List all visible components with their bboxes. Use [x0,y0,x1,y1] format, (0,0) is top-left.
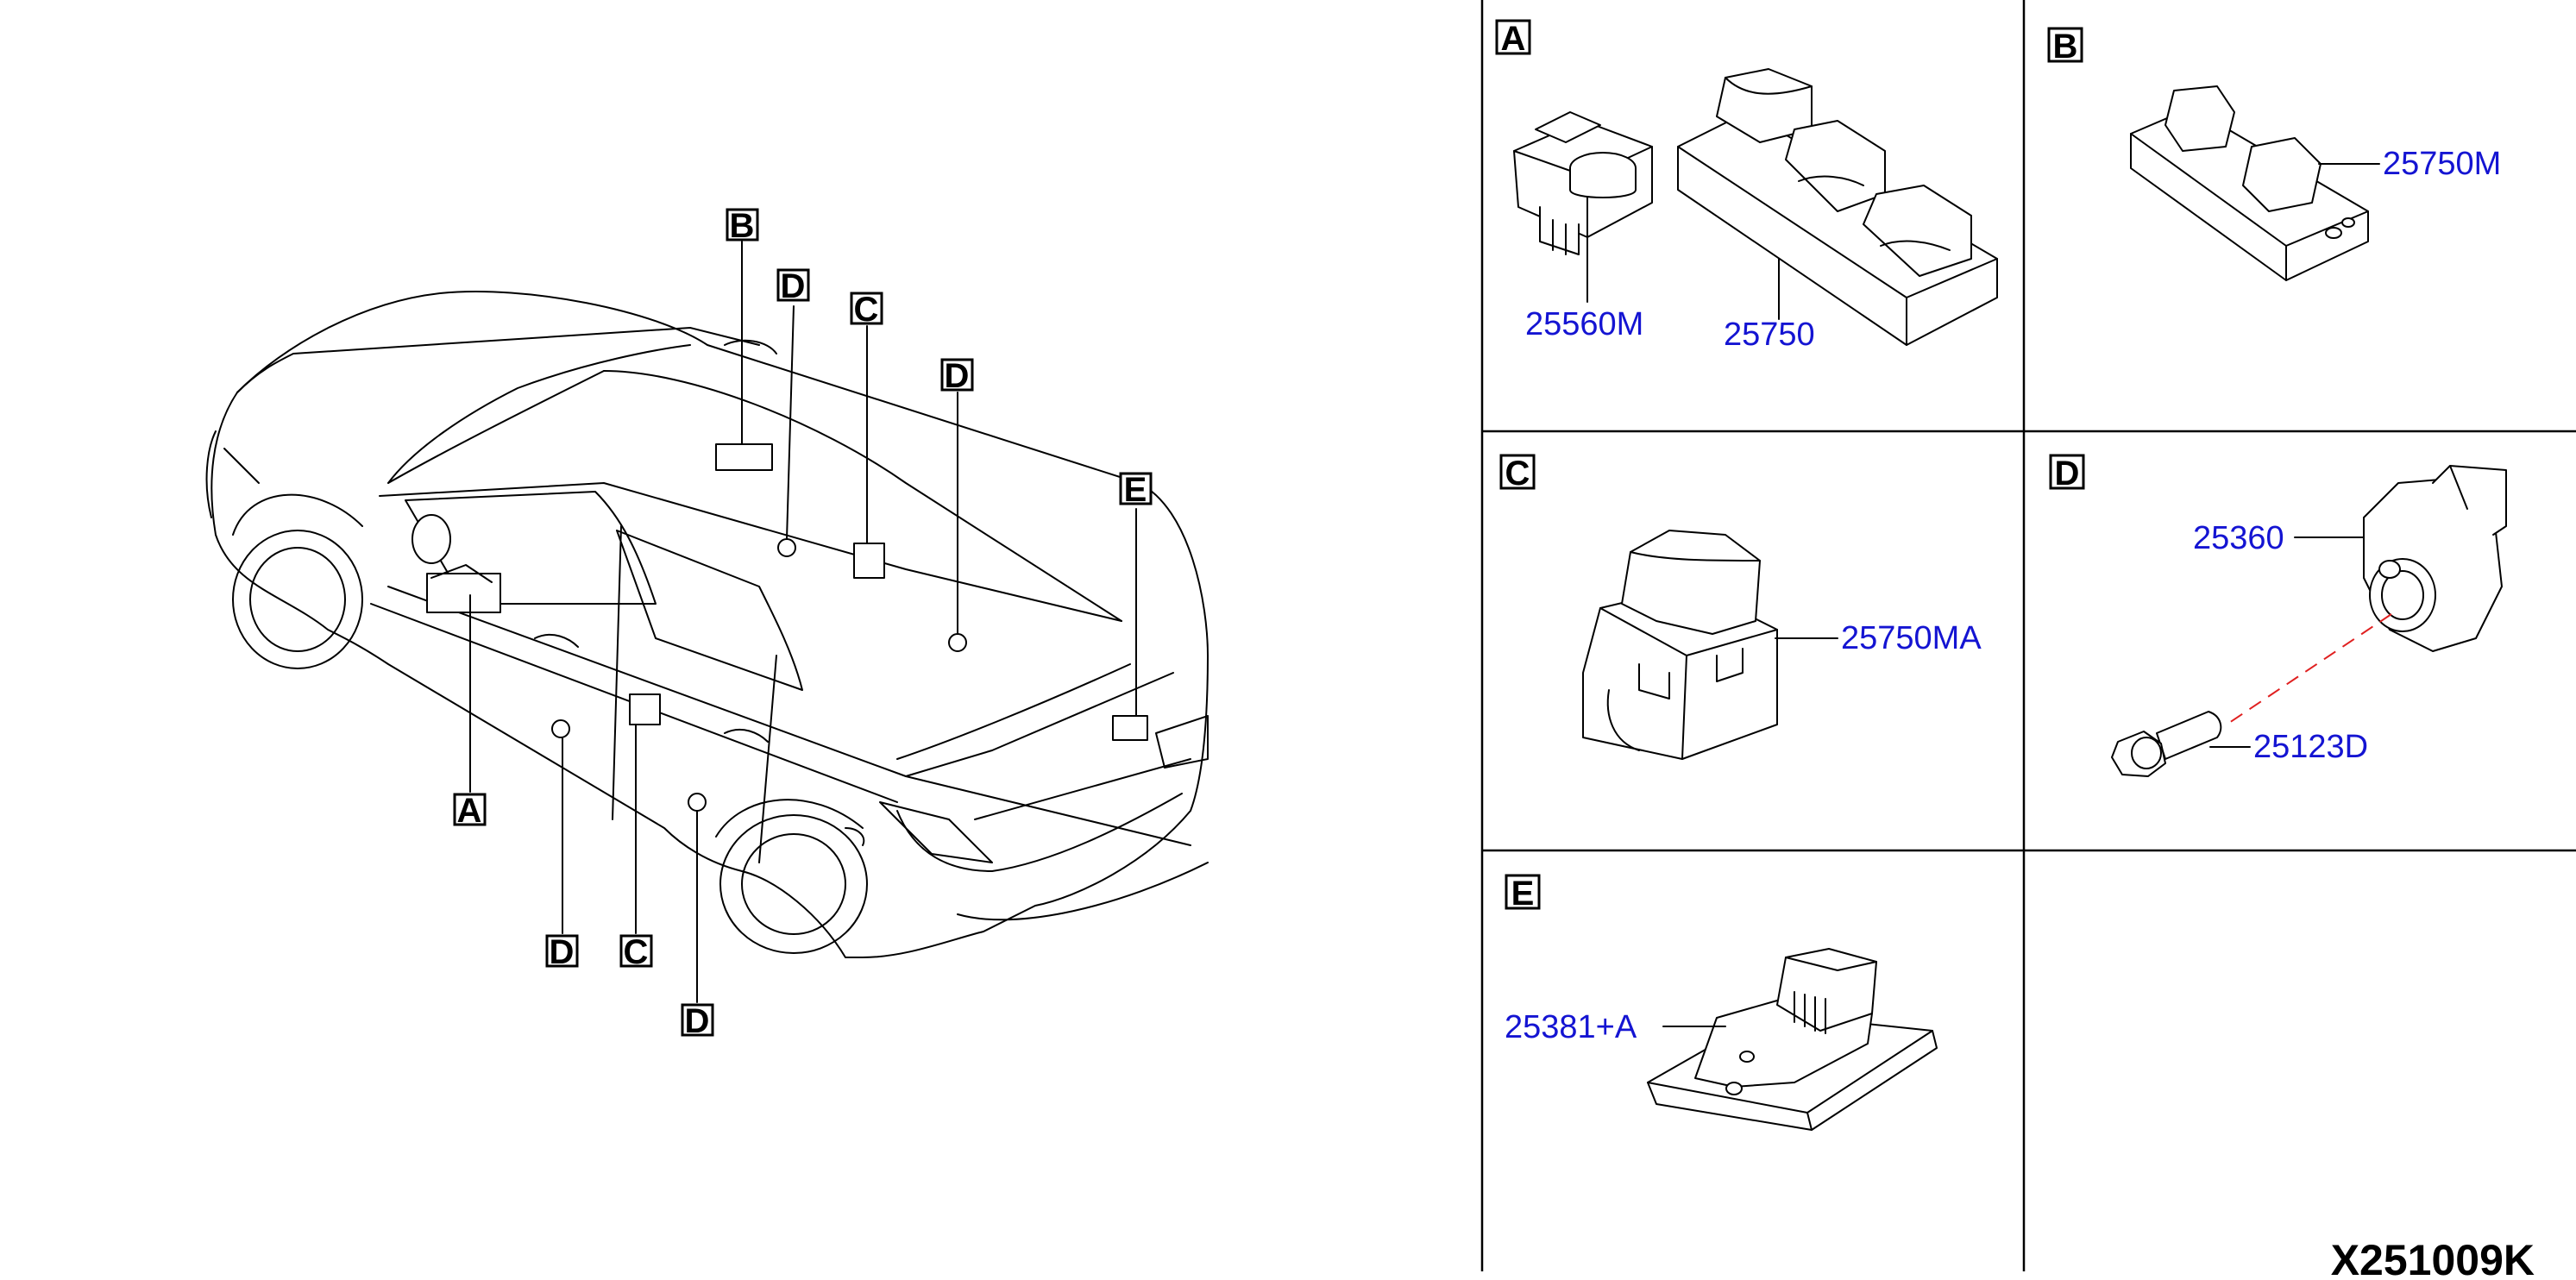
panel-B: B 25750M [2047,27,2501,281]
callout-label: B [730,207,755,245]
door-switch-25360-drawing [2294,465,2507,652]
part-number-25560M: 25560M [1525,306,1643,342]
callout-label: D [945,357,970,395]
part-number-25381A: 25381+A [1505,1009,1637,1045]
switch-25560M-drawing [1513,111,1653,303]
panel-label: C [1505,455,1530,493]
panel-C: C 25750MA [1499,454,1982,760]
callout-D-roof: D [776,267,810,305]
part-number-25750: 25750 [1724,317,1815,353]
callout-label: D [550,933,575,971]
callout-C-rear-door: C [619,933,653,971]
callout-D-front-door: D [545,933,579,971]
callout-label: A [457,792,482,830]
callout-D-rear: D [940,357,974,395]
bolt-25123D-drawing [2111,711,2251,777]
trunk-switch-25381A-drawing [1647,948,1938,1131]
car-overview-drawing [205,241,1209,1003]
part-number-25360: 25360 [2193,520,2284,556]
callout-A: A [453,792,487,830]
switch-25750M-drawing [2130,85,2380,281]
callout-label: D [685,1002,710,1040]
callout-B: B [726,207,759,245]
part-number-25750MA: 25750MA [1841,620,1982,656]
callout-label: C [624,933,649,971]
part-number-25123D: 25123D [2253,729,2368,765]
switch-25750MA-drawing [1582,530,1838,760]
panel-label: A [1501,20,1526,58]
detail-grid-lines [1480,0,2576,1271]
panel-label: B [2053,28,2078,66]
panel-label: E [1511,875,1535,913]
panel-E: E 25381+A [1505,874,1938,1131]
panel-D: D 25360 25123D [2049,454,2507,777]
callout-label: C [854,291,879,329]
callout-label: E [1124,471,1147,509]
callout-D-rear-door: D [681,1002,714,1040]
panel-A: A 25560M 25750 [1495,19,1998,353]
callout-label: D [781,267,806,305]
part-number-25750M: 25750M [2383,146,2501,182]
panel-label: D [2055,455,2080,493]
switch-25750-drawing [1677,68,1998,346]
callout-C-roof: C [850,291,883,329]
diagram-code: X251009K [2331,1236,2535,1280]
callout-E: E [1119,471,1153,509]
installation-guide-line [2223,613,2392,727]
